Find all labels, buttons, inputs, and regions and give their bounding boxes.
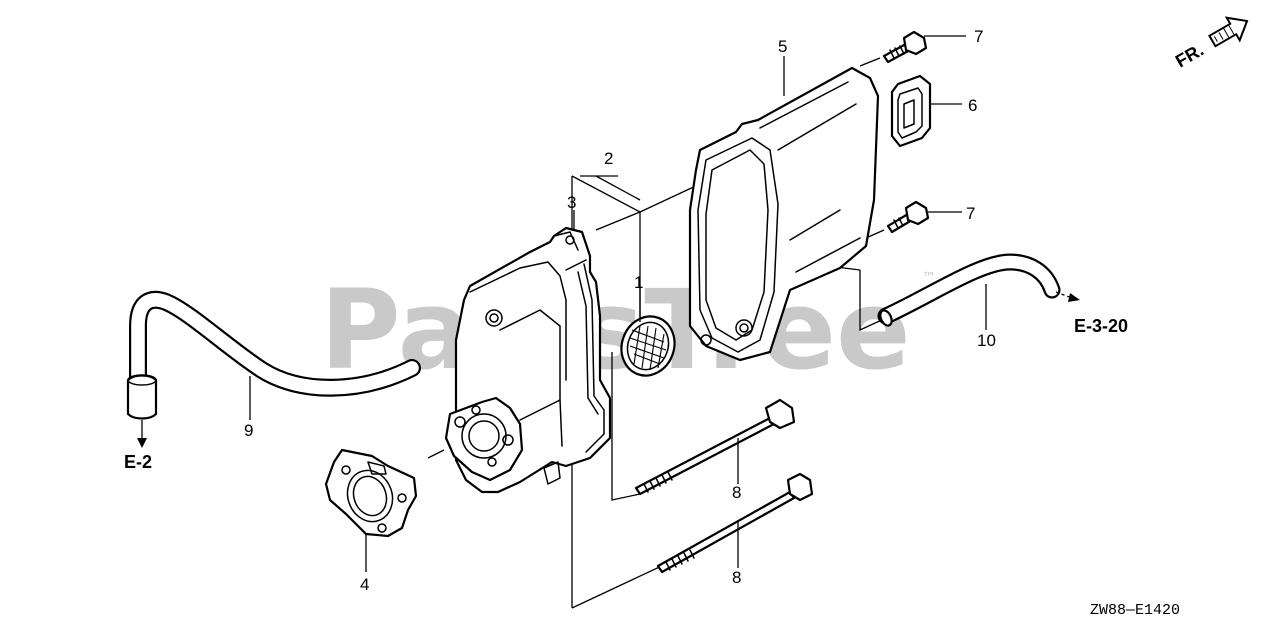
air-cleaner-element — [620, 315, 676, 377]
callout-9: 9 — [244, 421, 253, 440]
front-direction-indicator: FR. — [1172, 16, 1249, 72]
reference-e3-20[interactable]: E-3-20 — [1074, 316, 1128, 336]
callout-8-upper: 8 — [732, 483, 741, 502]
case-bolt-upper — [634, 398, 796, 496]
callout-7-upper: 7 — [974, 27, 983, 46]
callout-5: 5 — [778, 37, 787, 56]
gasket — [324, 448, 418, 538]
callout-2: 2 — [604, 149, 613, 168]
callout-8-lower: 8 — [732, 568, 741, 587]
case-bolt-lower — [656, 472, 814, 574]
callout-1: 1 — [634, 273, 643, 292]
case-mounting-flange — [444, 396, 524, 482]
callout-leaders — [137, 35, 1080, 572]
front-arrow-icon — [1208, 16, 1249, 48]
air-cleaner-cover — [688, 66, 880, 362]
flange-bolt-lower — [886, 200, 930, 234]
reference-e2[interactable]: E-2 — [124, 452, 152, 472]
grommet — [890, 74, 932, 148]
callout-7-lower: 7 — [966, 204, 975, 223]
callout-4: 4 — [360, 575, 369, 594]
callout-3: 3 — [567, 193, 576, 212]
flange-bolt-upper — [882, 30, 928, 64]
diagram-code: ZW88—E1420 — [1090, 602, 1180, 619]
vent-tube — [126, 290, 421, 420]
callout-6: 6 — [968, 96, 977, 115]
front-label: FR. — [1172, 40, 1207, 72]
breather-tube — [877, 253, 1061, 327]
watermark-trademark: ™ — [922, 270, 936, 286]
callout-10: 10 — [977, 331, 996, 350]
